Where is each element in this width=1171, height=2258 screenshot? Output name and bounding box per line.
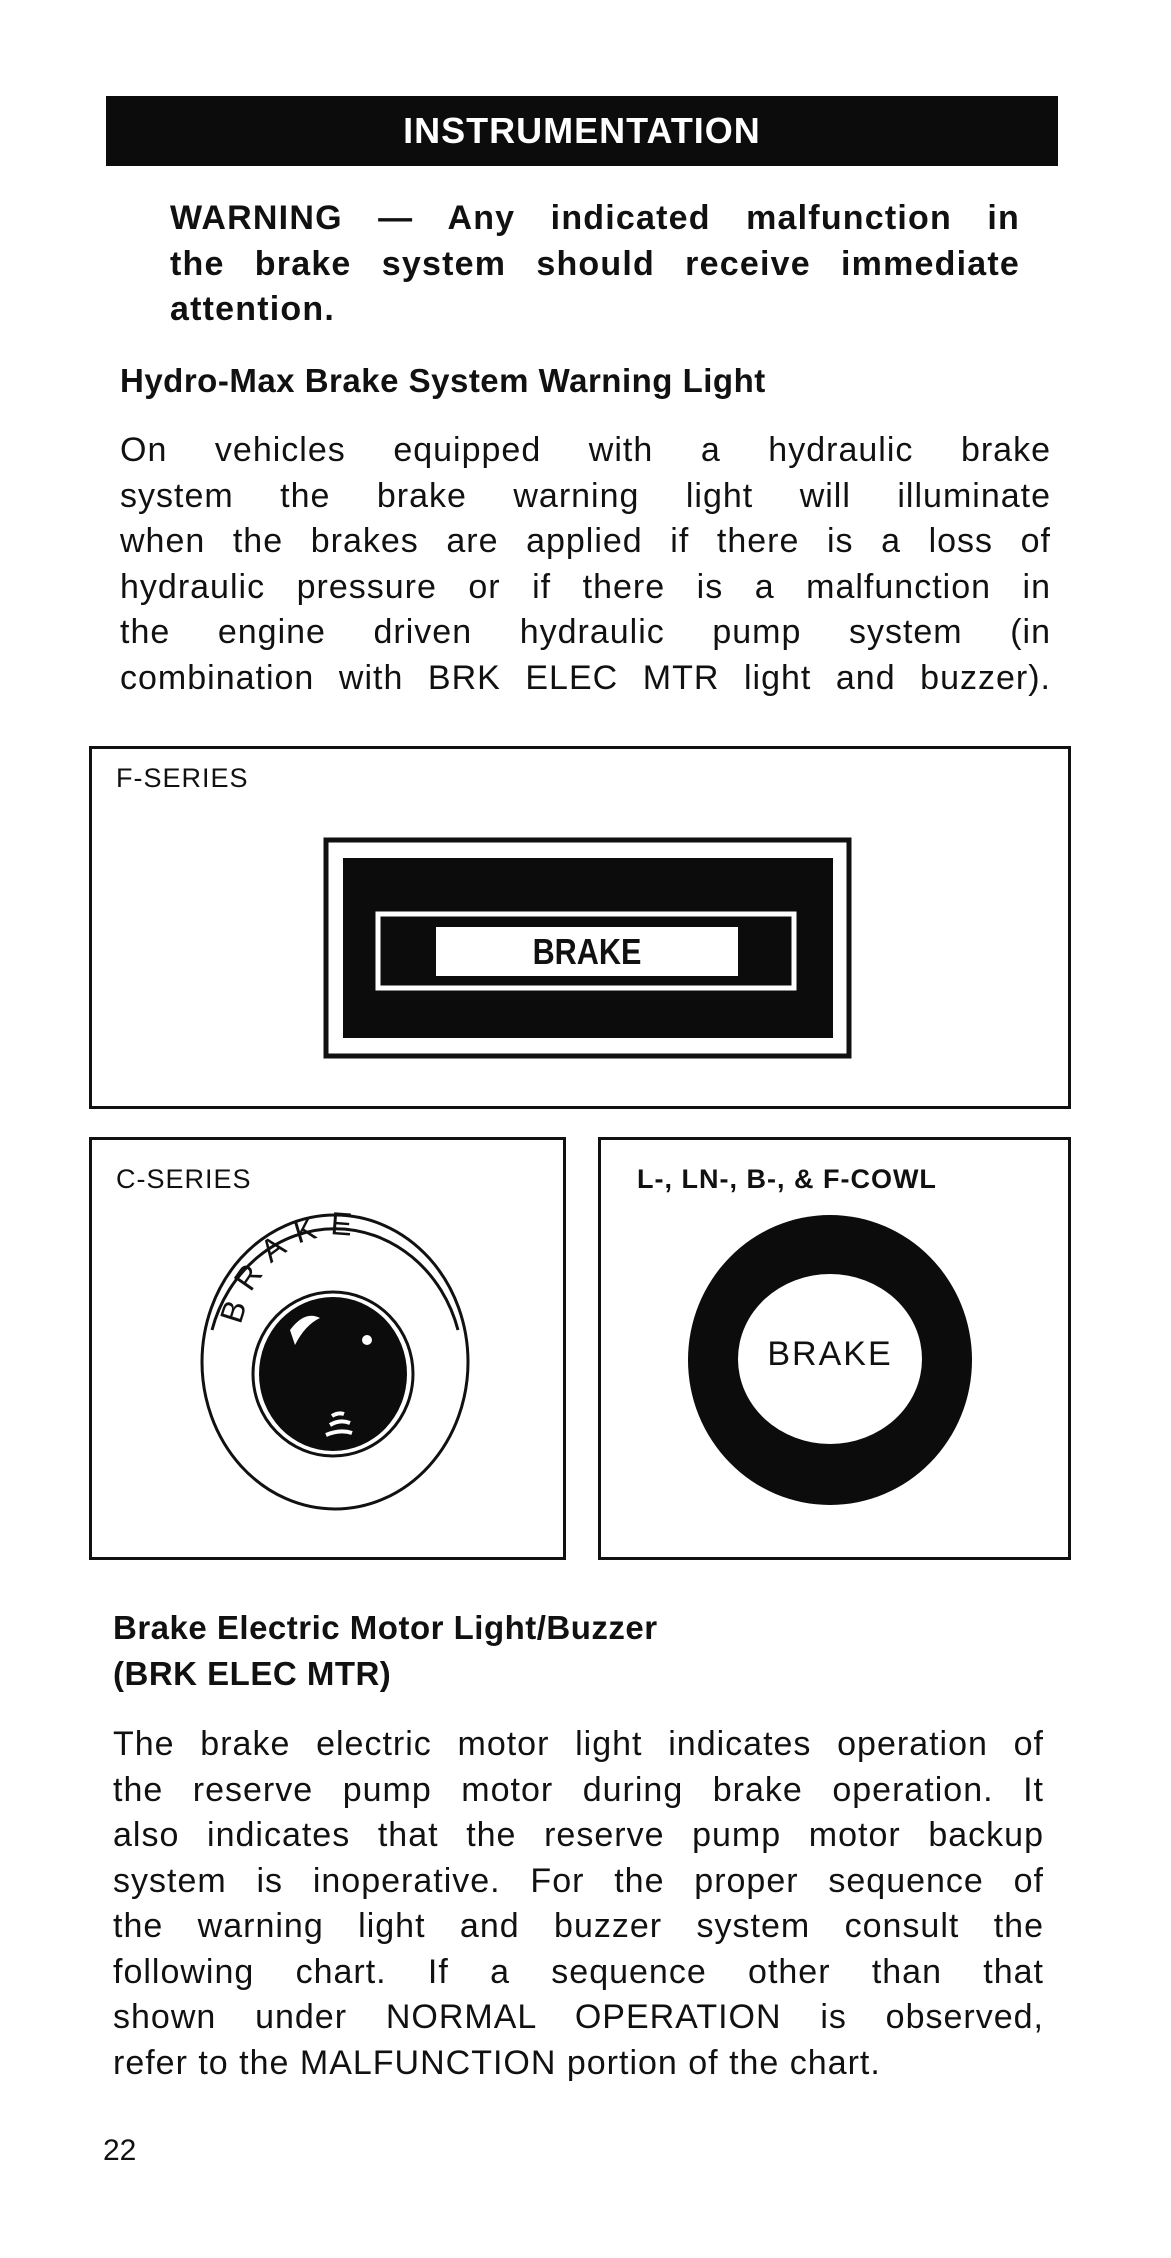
text-line: the warning light and buzzer system cons… [113, 1907, 1044, 1945]
text-line: refer to the MALFUNCTION portion of the … [113, 2043, 881, 2082]
warning-notice: WARNING — Any indicated malfunction in t… [170, 196, 1020, 333]
cowl-lamp-text: BRAKE [767, 1335, 893, 1373]
warning-line: the brake system should receive immediat… [170, 244, 1020, 283]
figure-cowl: L-, LN-, B-, & F-COWL [598, 1137, 1071, 1560]
cowl-brake-lamp [688, 1215, 972, 1505]
f-series-brake-lamp [323, 837, 852, 1059]
figure-label: F-SERIES [116, 763, 249, 793]
text-line: when the brakes are applied if there is … [120, 522, 1051, 560]
f-series-lamp-text: BRAKE [532, 930, 642, 972]
figure-f-series: F-SERIES [89, 746, 1071, 1109]
figure-label: C-SERIES [116, 1164, 252, 1194]
section-header: INSTRUMENTATION [106, 96, 1058, 166]
paragraph-hydro-max: On vehicles equipped with a hydraulic br… [120, 428, 1051, 701]
warning-line: WARNING — Any indicated malfunction in [170, 199, 1020, 237]
text-line: also indicates that the reserve pump mot… [113, 1816, 1044, 1854]
section-title: INSTRUMENTATION [403, 110, 761, 151]
text-line: system is inoperative. For the proper se… [113, 1861, 1044, 1900]
text-line: system the brake warning light will illu… [120, 476, 1051, 515]
text-line: the reserve pump motor during brake oper… [113, 1770, 1044, 1809]
c-series-brake-lamp [200, 1213, 470, 1511]
text-line: the engine driven hydraulic pump system … [120, 613, 1051, 651]
warning-line: attention. [170, 290, 335, 328]
text-line: The brake electric motor light indicates… [113, 1725, 1044, 1763]
figure-label: L-, LN-, B-, & F-COWL [637, 1164, 937, 1194]
page-number: 22 [103, 2134, 137, 2167]
text-line: On vehicles equipped with a hydraulic br… [120, 431, 1051, 469]
text-line: shown under NORMAL OPERATION is observed… [113, 1998, 1044, 2036]
text-line: combination with BRK ELEC MTR light and … [120, 658, 1051, 697]
heading-line: (BRK ELEC MTR) [113, 1655, 392, 1692]
text-line: following chart. If a sequence other tha… [113, 1952, 1044, 1991]
figure-c-series: C-SERIES [89, 1137, 566, 1560]
heading-hydro-max: Hydro-Max Brake System Warning Light [120, 362, 766, 399]
text-line: hydraulic pressure or if there is a malf… [120, 567, 1051, 606]
heading-line: Brake Electric Motor Light/Buzzer [113, 1609, 658, 1646]
paragraph-brk-elec-mtr: The brake electric motor light indicates… [113, 1722, 1044, 2086]
heading-brk-elec-mtr: Brake Electric Motor Light/Buzzer (BRK E… [113, 1605, 658, 1697]
